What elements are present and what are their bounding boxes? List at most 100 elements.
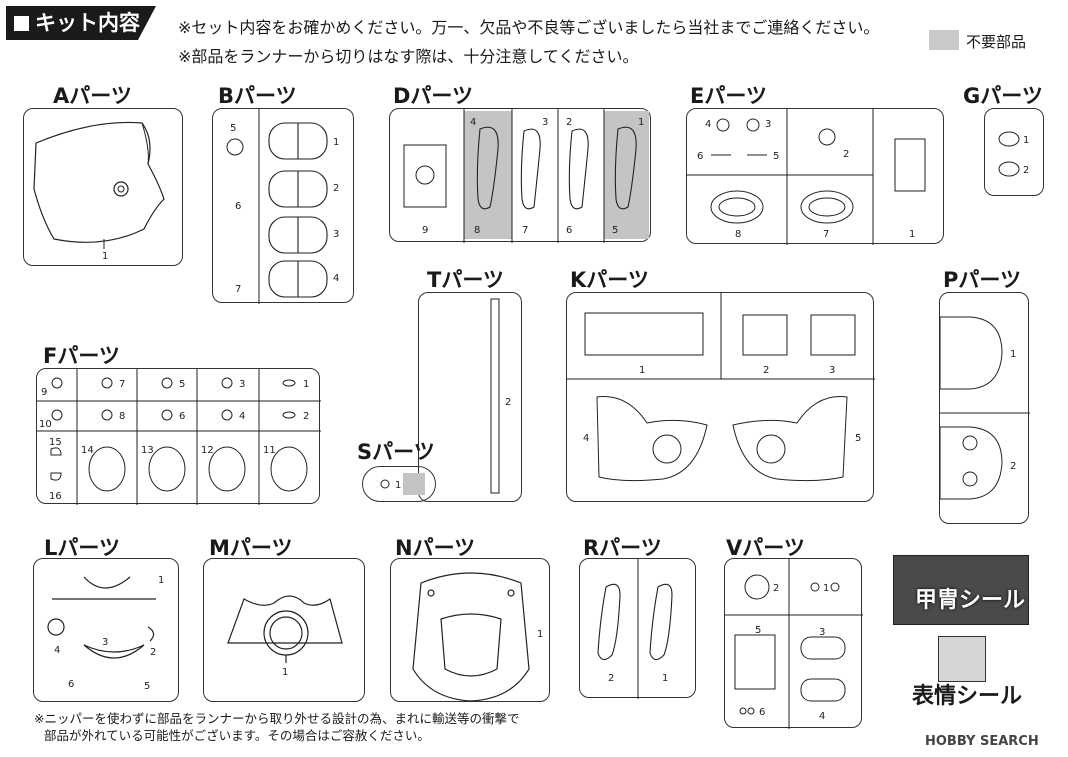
part-number: 9 (422, 225, 428, 236)
part-number: 14 (81, 445, 94, 456)
part-number: 7 (522, 225, 528, 236)
runner-r: 2 1 (579, 558, 696, 699)
part-number: 5 (773, 151, 779, 162)
square-icon (14, 16, 29, 31)
runner-f: 9 7 5 3 1 10 8 6 4 2 15 16 14 13 12 11 (36, 368, 321, 505)
section-title-d: Dパーツ (393, 84, 474, 108)
section-title-m: Mパーツ (209, 536, 293, 560)
armor-sticker-label: 甲冑シール (915, 588, 1026, 613)
part-number: 6 (566, 225, 572, 236)
runner-m-drawing: 1 (227, 595, 343, 678)
part-number: 5 (612, 225, 618, 236)
runner-a: 1 (23, 108, 183, 266)
part-number: 16 (49, 491, 62, 502)
part-number: 10 (39, 419, 52, 430)
runner-k-drawing: 1 2 3 4 5 (567, 293, 875, 482)
part-number: 2 (763, 365, 769, 376)
notice-line-2: ※部品をランナーから切りはなす際は、十分注意してください。 (178, 47, 639, 66)
runner-b: 5 6 7 1 2 3 4 (212, 108, 354, 304)
section-title-v: Vパーツ (726, 536, 805, 560)
part-number: 1 (639, 365, 645, 376)
runner-d: 9 4 8 3 7 2 6 1 5 (389, 108, 651, 243)
part-number: 5 (179, 379, 185, 390)
part-number: 3 (819, 627, 825, 638)
kit-contents-title: キット内容 (6, 6, 156, 40)
runner-l-drawing: 1 4 3 2 6 5 (47, 575, 164, 692)
part-number: 1 (662, 673, 668, 684)
face-sticker-label: 表情シール (912, 684, 1023, 709)
part-number: 4 (239, 411, 245, 422)
part-number: 4 (470, 117, 476, 128)
kit-contents-title-text: キット内容 (35, 11, 140, 35)
part-number: 1 (1010, 349, 1016, 360)
part-number: 12 (201, 445, 214, 456)
part-number: 6 (697, 151, 703, 162)
part-a1-drawing: 1 (33, 121, 165, 262)
part-number: 4 (819, 711, 825, 722)
part-number: 5 (230, 123, 236, 134)
section-title-s: Sパーツ (357, 440, 435, 464)
runner-v: 2 1 5 3 6 4 (724, 558, 863, 729)
part-number: 7 (823, 229, 829, 240)
part-number: 1 (333, 137, 339, 148)
section-title-a: Aパーツ (53, 84, 132, 108)
unused-part-swatch (929, 30, 959, 50)
part-number: 2 (843, 149, 849, 160)
part-number: 13 (141, 445, 154, 456)
part-number: 1 (537, 629, 543, 640)
footer-note-1: ※ニッパーを使わずに部品をランナーから取り外せる設計の為、まれに輸送等の衝撃で (34, 711, 520, 726)
runner-n: 1 (390, 558, 550, 702)
part-number: 6 (68, 679, 74, 690)
part-number: 5 (755, 625, 761, 636)
face-sticker-sheet (938, 636, 986, 682)
runner-e-drawing: 4 3 6 5 2 8 7 1 (687, 109, 926, 245)
runner-v-drawing: 2 1 5 3 6 4 (725, 559, 863, 729)
notice-line-1: ※セット内容をお確かめください。万一、欠品や不良等ございましたら当社までご連絡く… (178, 18, 880, 37)
part-number: 3 (765, 119, 771, 130)
part-number: 3 (333, 229, 339, 240)
runner-f-drawing: 9 7 5 3 1 10 8 6 4 2 15 16 14 13 12 11 (37, 369, 321, 505)
part-number: 1 (158, 575, 164, 586)
runner-b-drawing: 5 6 7 1 2 3 4 (226, 109, 339, 304)
part-number: 8 (735, 229, 741, 240)
part-number: 2 (150, 647, 156, 658)
watermark: HOBBY SEARCH (925, 734, 1039, 749)
runner-g: 1 2 (984, 108, 1044, 196)
section-title-n: Nパーツ (395, 536, 476, 560)
runner-l: 1 4 3 2 6 5 (33, 558, 179, 702)
runner-d-drawing: 9 4 8 3 7 2 6 1 5 (403, 109, 649, 243)
runner-t: 2 (418, 292, 522, 502)
runner-s: 1 (362, 466, 436, 502)
runner-k: 1 2 3 4 5 (566, 292, 875, 502)
section-title-r: Rパーツ (583, 536, 662, 560)
section-title-l: Lパーツ (44, 536, 120, 560)
part-number: 1 (282, 667, 288, 678)
section-title-b: Bパーツ (218, 84, 297, 108)
part-number: 2 (1010, 461, 1016, 472)
armor-sticker-sheet (893, 555, 1029, 625)
part-number: 6 (179, 411, 185, 422)
part-number: 1 (395, 480, 401, 491)
section-title-k: Kパーツ (570, 268, 649, 292)
part-number: 6 (235, 201, 241, 212)
part-number: 7 (235, 284, 241, 295)
part-number: 4 (333, 273, 339, 284)
runner-e: 4 3 6 5 2 8 7 1 (686, 108, 944, 245)
part-number: 2 (608, 673, 614, 684)
part-number: 1 (909, 229, 915, 240)
runner-s-drawing: 1 (380, 473, 425, 495)
part-number: 2 (505, 397, 511, 408)
part-number: 6 (759, 707, 765, 718)
part-number: 1 (638, 117, 644, 128)
part-number: 11 (263, 445, 276, 456)
part-number: 1 (823, 583, 829, 594)
part-number: 9 (41, 387, 47, 398)
part-number: 1 (303, 379, 309, 390)
section-title-g: Gパーツ (963, 84, 1043, 108)
part-number: 2 (333, 183, 339, 194)
part-number: 8 (119, 411, 125, 422)
part-number: 7 (119, 379, 125, 390)
runner-p-drawing: 1 2 (939, 316, 1030, 500)
part-number: 1 (1023, 135, 1029, 146)
section-title-f: Fパーツ (43, 344, 120, 368)
